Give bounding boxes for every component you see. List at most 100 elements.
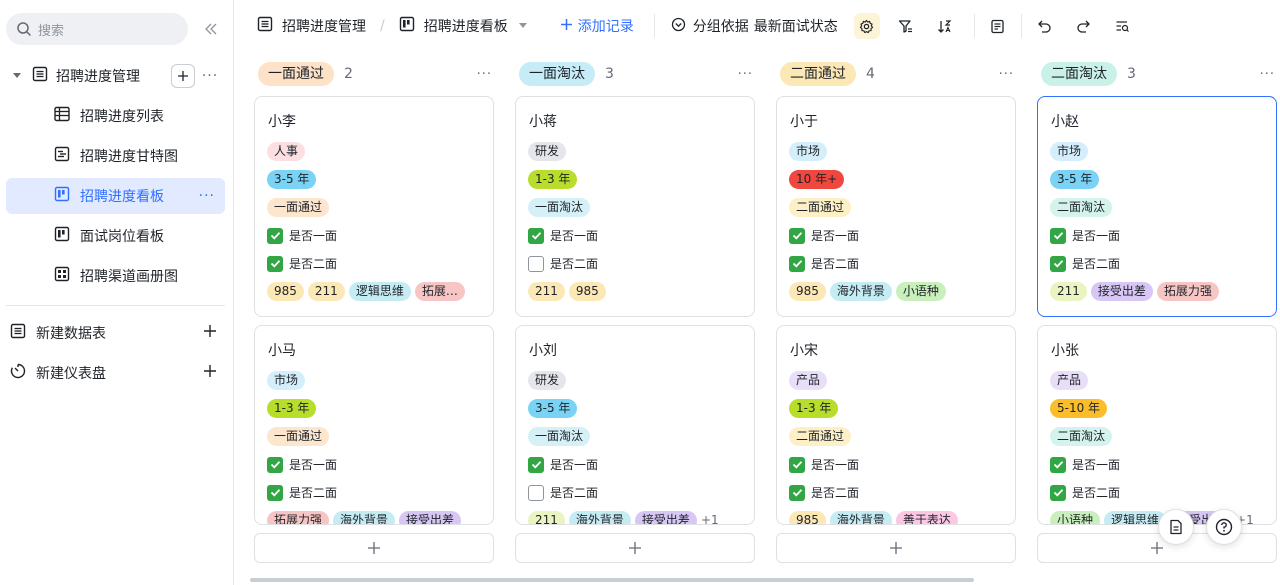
breadcrumb-table[interactable]: 招聘进度管理 — [257, 12, 366, 40]
more-tags-count: +1 — [700, 513, 719, 525]
experience-tag: 3-5 年 — [1050, 170, 1100, 189]
field-label: 是否一面 — [1072, 458, 1121, 472]
checkbox-checked-icon[interactable] — [267, 456, 283, 473]
more-icon[interactable]: ··· — [198, 188, 215, 204]
experience-tag: 5-10 年 — [1050, 399, 1108, 418]
status-tag: 二面淘汰 — [1050, 198, 1113, 217]
column-title: 二面淘汰 — [1041, 62, 1117, 86]
status-tag: 二面通过 — [789, 198, 852, 217]
plus-icon[interactable] — [203, 324, 217, 342]
column-count: 3 — [1127, 66, 1136, 82]
group-icon — [671, 17, 686, 36]
checkbox-checked-icon[interactable] — [789, 484, 805, 501]
checkbox-checked-icon[interactable] — [789, 255, 805, 272]
group-by-button[interactable]: 分组依据 最新面试状态 — [671, 12, 838, 40]
first-interview-field: 是否一面 — [267, 227, 337, 244]
horizontal-scrollbar[interactable] — [250, 578, 974, 582]
add-card-button[interactable] — [515, 533, 755, 563]
help-icon[interactable] — [1206, 509, 1242, 545]
add-card-button[interactable] — [776, 533, 1016, 563]
sort-icon[interactable] — [932, 13, 958, 39]
group-by-label: 分组依据 — [692, 19, 749, 35]
search-records-icon[interactable] — [1110, 13, 1136, 39]
sidebar-item-list-view[interactable]: 招聘进度列表 — [6, 98, 225, 134]
caret-down-icon[interactable] — [12, 68, 22, 84]
sidebar-item-kanban-view[interactable]: 招聘进度看板 ··· — [6, 178, 225, 214]
status-tag: 一面通过 — [267, 198, 330, 217]
candidate-name: 小蒋 — [529, 114, 557, 130]
form-icon[interactable] — [985, 13, 1011, 39]
checkbox-checked-icon[interactable] — [1050, 227, 1066, 244]
sidebar-root-label: 招聘进度管理 — [56, 69, 140, 85]
sidebar-item-gantt-view[interactable]: 招聘进度甘特图 — [6, 138, 225, 174]
more-icon[interactable]: ··· — [737, 66, 753, 82]
checkbox-unchecked-icon[interactable] — [528, 484, 544, 501]
more-icon[interactable]: ··· — [1259, 66, 1275, 82]
skill-tag: 接受出差 — [1090, 282, 1153, 301]
department-tag: 市场 — [267, 371, 306, 390]
new-table-button[interactable]: 新建数据表 — [0, 315, 234, 351]
add-card-button[interactable] — [254, 533, 494, 563]
sidebar-item-label: 招聘进度列表 — [80, 109, 164, 125]
sidebar-item-root-table[interactable]: 招聘进度管理 ··· — [0, 58, 234, 94]
status-tag: 二面通过 — [789, 427, 852, 446]
new-dashboard-button[interactable]: 新建仪表盘 — [0, 355, 234, 391]
candidate-name: 小赵 — [1051, 114, 1079, 130]
search-input[interactable]: 搜索 — [6, 13, 188, 45]
skill-tag: 海外背景 — [568, 511, 631, 524]
kanban-icon — [54, 226, 70, 246]
redo-icon[interactable] — [1071, 13, 1097, 39]
field-label: 是否二面 — [289, 257, 338, 271]
checkbox-checked-icon[interactable] — [1050, 456, 1066, 473]
checkbox-checked-icon[interactable] — [789, 456, 805, 473]
first-interview-field: 是否一面 — [1050, 456, 1120, 473]
field-label: 是否二面 — [550, 257, 599, 271]
toolbar-divider — [973, 14, 975, 38]
settings-icon[interactable] — [853, 13, 880, 39]
department-tag: 研发 — [528, 142, 567, 161]
collapse-sidebar-icon[interactable] — [201, 19, 221, 39]
add-view-button[interactable] — [171, 64, 195, 88]
field-label: 是否一面 — [289, 458, 338, 472]
skill-tag: 海外背景 — [829, 511, 892, 524]
sidebar-item-position-kanban[interactable]: 面试岗位看板 — [6, 218, 225, 254]
document-icon[interactable] — [1158, 509, 1194, 545]
add-card-button[interactable] — [1037, 533, 1277, 563]
status-tag: 一面通过 — [267, 427, 330, 446]
undo-icon[interactable] — [1032, 13, 1058, 39]
checkbox-checked-icon[interactable] — [528, 227, 544, 244]
skill-tag: 逻辑思维 — [348, 282, 411, 301]
view-switcher[interactable]: 招聘进度看板 — [399, 12, 528, 40]
add-record-button[interactable]: 添加记录 — [560, 12, 634, 40]
more-icon[interactable]: ··· — [476, 66, 492, 82]
candidate-name: 小宋 — [790, 343, 818, 359]
new-dashboard-label: 新建仪表盘 — [36, 366, 106, 382]
experience-tag: 1-3 年 — [789, 399, 839, 418]
plus-icon — [368, 542, 380, 554]
more-icon[interactable]: ··· — [998, 66, 1014, 82]
checkbox-checked-icon[interactable] — [267, 255, 283, 272]
plus-icon[interactable] — [203, 364, 217, 382]
skill-tag: 985 — [267, 282, 304, 301]
checkbox-checked-icon[interactable] — [267, 227, 283, 244]
checkbox-checked-icon[interactable] — [1050, 484, 1066, 501]
checkbox-checked-icon[interactable] — [789, 227, 805, 244]
checkbox-checked-icon[interactable] — [1050, 255, 1066, 272]
checkbox-unchecked-icon[interactable] — [528, 255, 544, 272]
sidebar-item-gallery-view[interactable]: 招聘渠道画册图 — [6, 258, 225, 294]
filter-icon[interactable] — [893, 13, 919, 39]
checkbox-checked-icon[interactable] — [267, 484, 283, 501]
checkbox-checked-icon[interactable] — [528, 456, 544, 473]
more-icon[interactable]: ··· — [201, 68, 219, 84]
